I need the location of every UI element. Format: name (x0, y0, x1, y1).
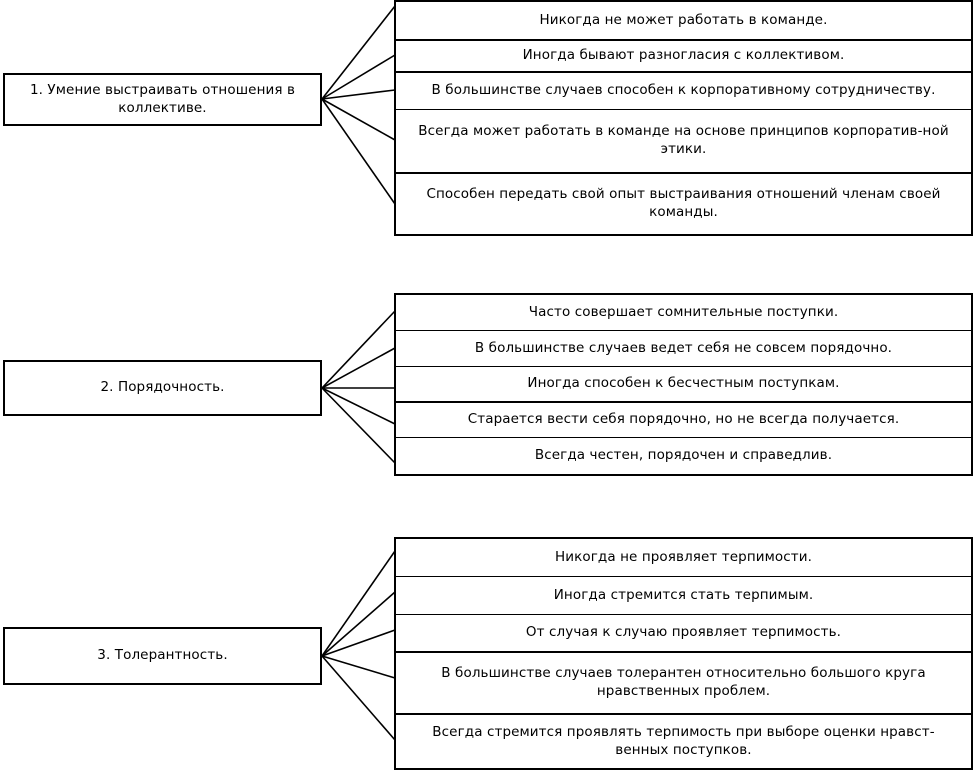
criterion-label: 1. Умение выстраивать отношения в коллек… (29, 81, 296, 116)
levels-panel-2: Часто совершает сомнительные поступки. В… (394, 293, 973, 476)
connector-line (321, 98, 396, 205)
level-row[interactable]: В большинстве случаев ведет себя не совс… (396, 331, 971, 367)
level-row[interactable]: Иногда способен к бесчестным поступкам. (396, 367, 971, 403)
level-label: Всегда может работать в команде на основ… (418, 123, 949, 157)
level-label: Иногда бывают разногласия с коллективом. (522, 47, 845, 64)
level-row[interactable]: Иногда бывают разногласия с коллективом. (396, 41, 971, 73)
level-row[interactable]: Часто совершает сомнительные поступки. (396, 295, 971, 331)
level-label: От случая к случаю проявляет терпимость. (525, 624, 842, 641)
level-row[interactable]: От случая к случаю проявляет терпимость. (396, 615, 971, 653)
level-label: Всегда честен, порядочен и справедлив. (534, 447, 833, 464)
connector-line (321, 629, 396, 657)
connector-line (321, 98, 396, 141)
level-label: Всегда стремится проявлять терпимость пр… (432, 723, 935, 758)
connector-line (321, 54, 396, 100)
connector-line (321, 655, 396, 679)
level-row[interactable]: В большинстве случаев толерантен относит… (396, 653, 971, 715)
level-row[interactable]: Всегда стремится проявлять терпимость пр… (396, 715, 971, 768)
level-row[interactable]: Иногда стремится стать терпимым. (396, 577, 971, 615)
level-row[interactable]: Никогда не проявляет терпимости. (396, 539, 971, 577)
level-label: Никогда не проявляет терпимости. (554, 548, 813, 565)
level-label: Часто совершает сомнительные поступки. (528, 303, 839, 320)
criterion-label: 3. Толерантность. (97, 647, 228, 664)
level-label: В большинстве случаев ведет себя не совс… (474, 339, 893, 356)
level-row[interactable]: Никогда не может работать в команде. (396, 2, 971, 41)
level-row[interactable]: Способен передать свой опыт выстраивания… (396, 174, 971, 234)
connector-line (321, 5, 396, 100)
connector-line (321, 310, 396, 389)
level-label: Никогда не может работать в команде. (539, 11, 828, 28)
level-label: В большинстве случаев толерантен относит… (441, 665, 926, 699)
levels-panel-1: Никогда не может работать в команде. Ино… (394, 0, 973, 236)
connector-line (321, 591, 396, 657)
level-row[interactable]: Всегда честен, порядочен и справедлив. (396, 438, 971, 474)
connector-line (321, 550, 396, 657)
levels-panel-3: Никогда не проявляет терпимости. Иногда … (394, 537, 973, 770)
criterion-box-1[interactable]: 1. Умение выстраивать отношения в коллек… (3, 73, 322, 126)
connector-line (321, 655, 396, 741)
level-row[interactable]: Всегда может работать в команде на основ… (396, 110, 971, 174)
criterion-box-2[interactable]: 2. Порядочность. (3, 360, 322, 416)
connector-line (321, 89, 396, 100)
level-label: В большинстве случаев способен к корпора… (431, 82, 936, 99)
connector-line (321, 387, 396, 425)
level-label: Иногда способен к бесчестным поступкам. (527, 375, 840, 392)
level-label: Иногда стремится стать терпимым. (553, 586, 814, 603)
level-label: Способен передать свой опыт выстраивания… (426, 186, 941, 220)
connector-line (321, 387, 396, 464)
criterion-box-3[interactable]: 3. Толерантность. (3, 627, 322, 685)
level-row[interactable]: В большинстве случаев способен к корпора… (396, 73, 971, 110)
level-row[interactable]: Старается вести себя порядочно, но не вс… (396, 403, 971, 438)
connector-line (321, 347, 396, 389)
criterion-label: 2. Порядочность. (100, 379, 225, 396)
level-label: Старается вести себя порядочно, но не вс… (467, 411, 900, 428)
